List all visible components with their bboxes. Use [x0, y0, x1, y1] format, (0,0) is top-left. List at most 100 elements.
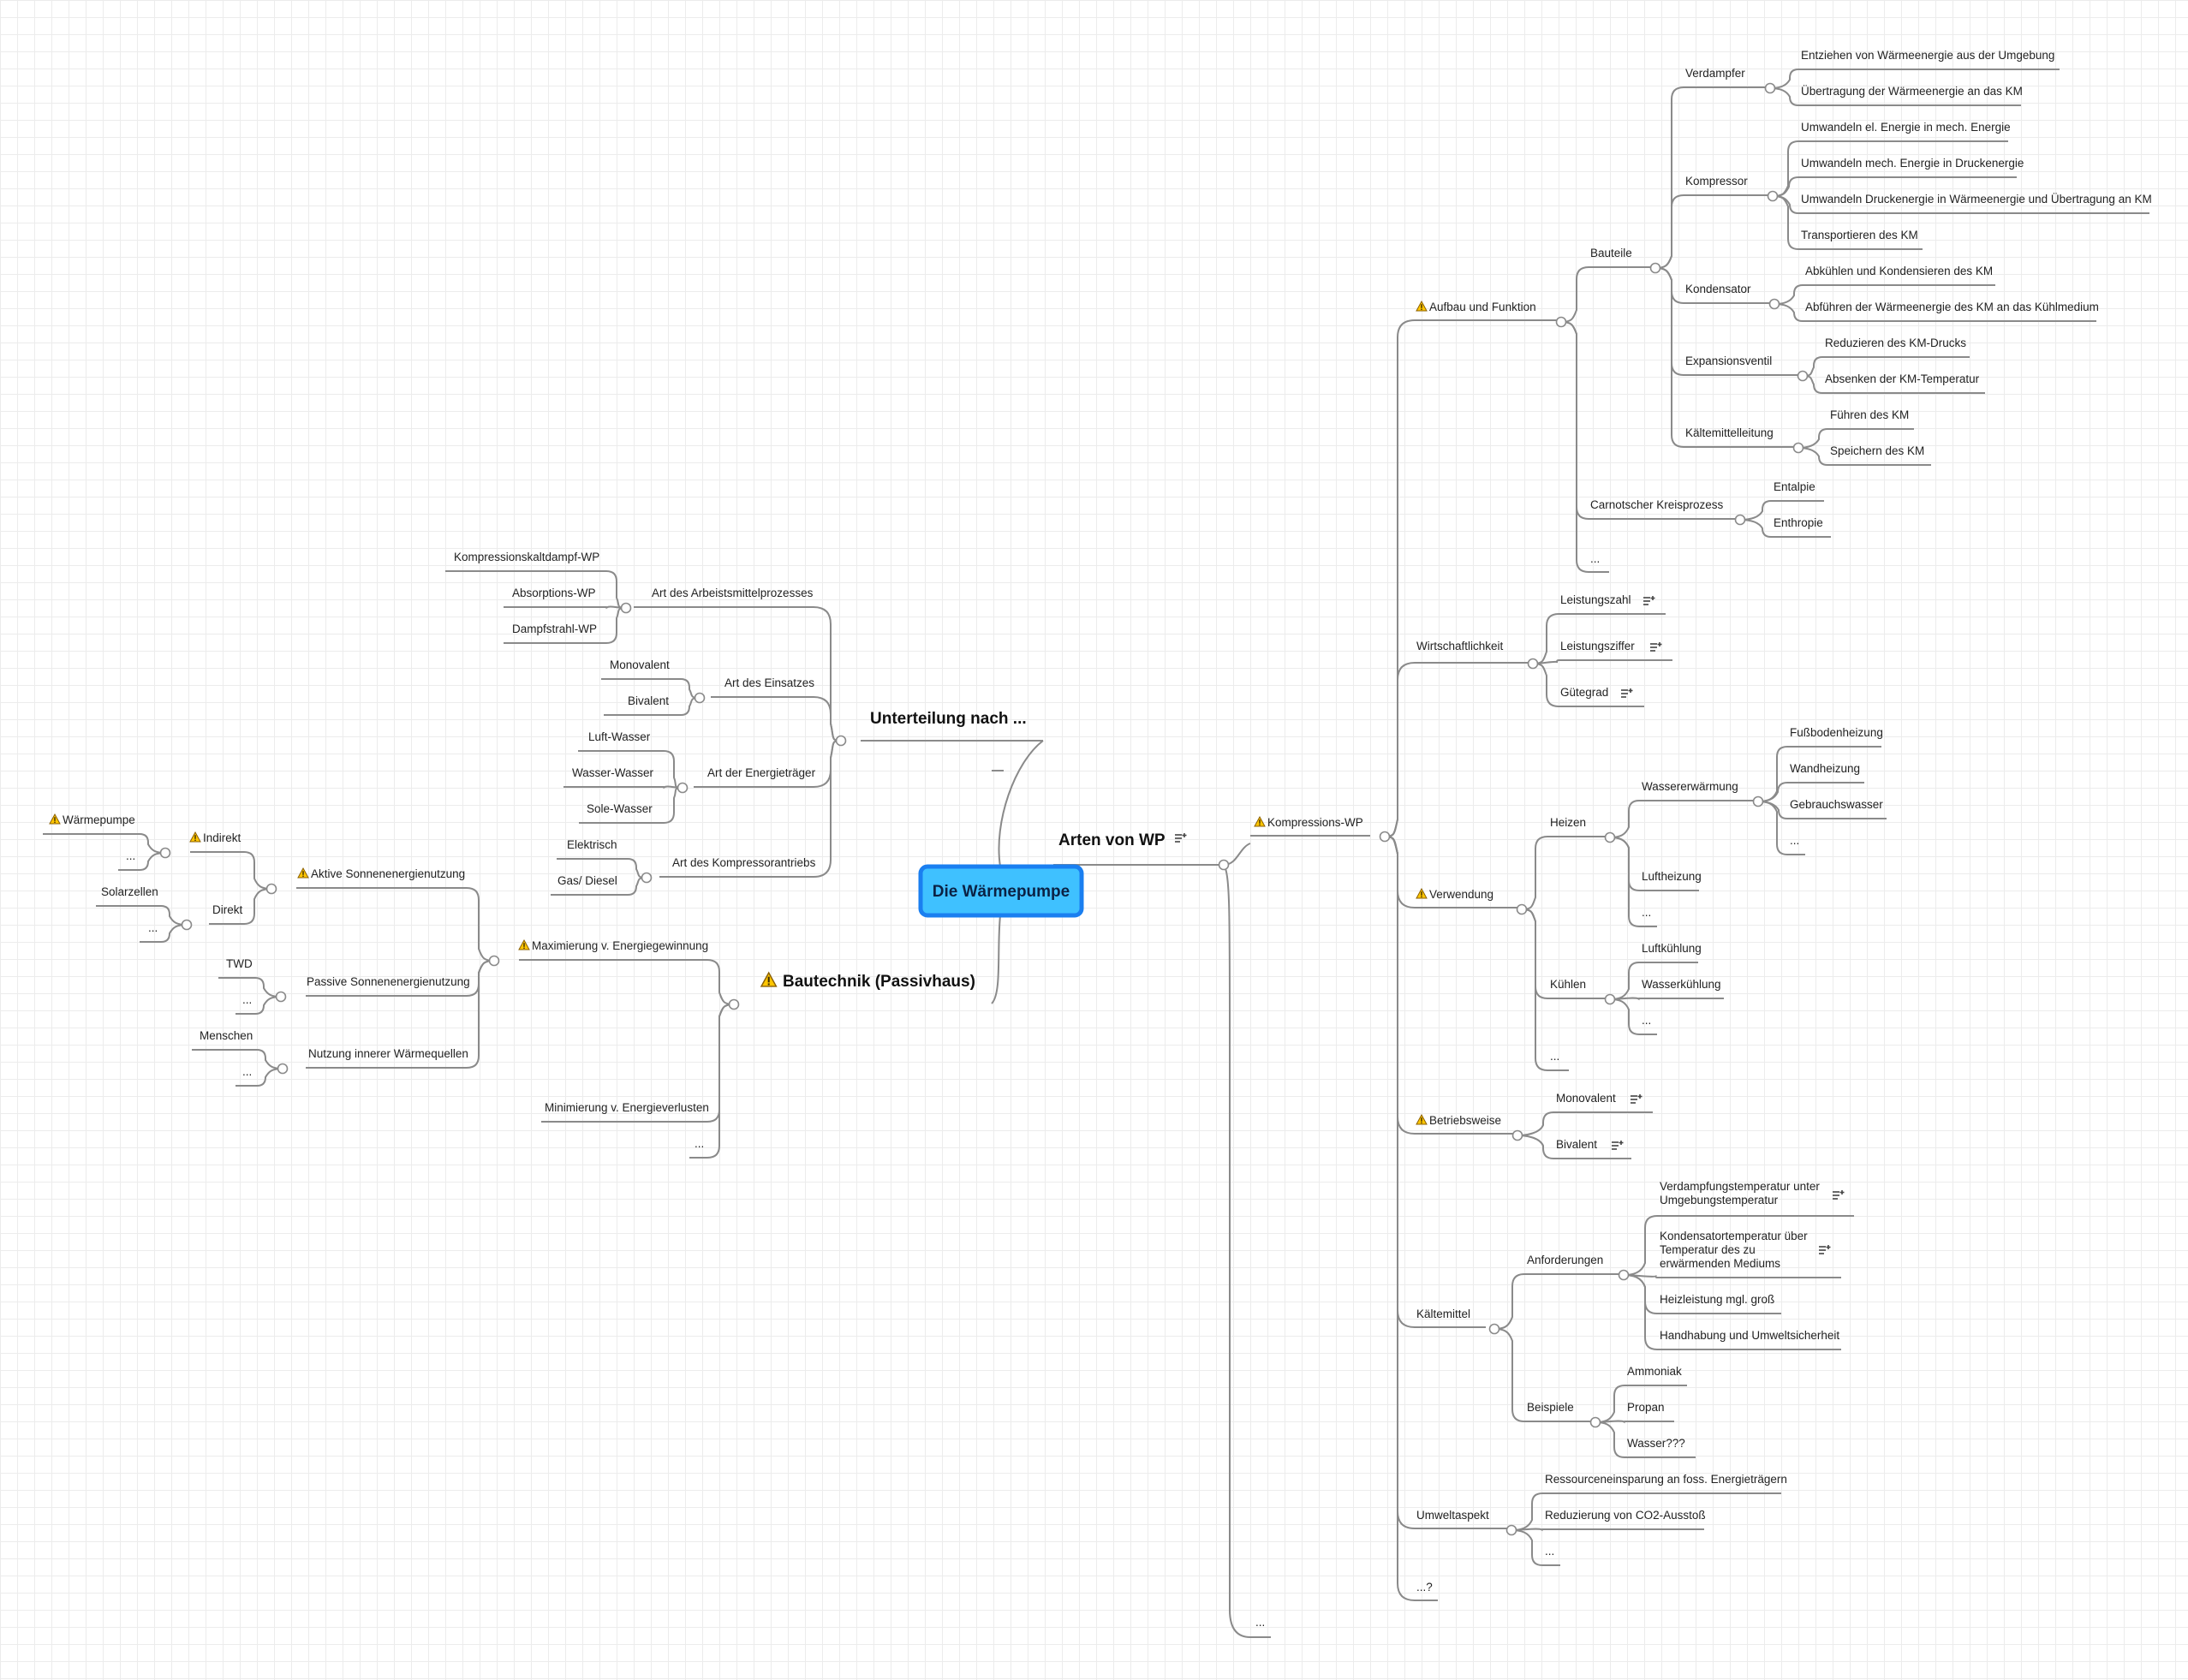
node-heizen[interactable]: Heizen: [1550, 816, 1586, 829]
collapse-knob[interactable]: [277, 1063, 289, 1075]
node-leaf[interactable]: Ressourceneinsparung an foss. Energieträ…: [1545, 1473, 1787, 1486]
node-innere-waermequellen[interactable]: Nutzung innerer Wärmequellen: [308, 1047, 468, 1060]
node-twd[interactable]: TWD: [226, 957, 253, 970]
note-icon[interactable]: [1649, 641, 1663, 652]
node-bautechnik[interactable]: Bautechnik (Passivhaus): [783, 973, 975, 991]
node-leaf[interactable]: Wandheizung: [1790, 762, 1860, 775]
node-leaf[interactable]: Fußbodenheizung: [1790, 726, 1883, 739]
collapse-knob[interactable]: [1734, 514, 1746, 526]
node-leaf[interactable]: Handhabung und Umweltsicherheit: [1660, 1329, 1839, 1342]
note-icon[interactable]: [1174, 832, 1188, 843]
node-leaf[interactable]: Ammoniak: [1627, 1365, 1682, 1378]
collapse-knob[interactable]: [1589, 1416, 1601, 1428]
node-passive-sonnenenergie[interactable]: Passive Sonnenenergienutzung: [307, 975, 470, 988]
node-leaf[interactable]: Führen des KM: [1830, 408, 1909, 421]
collapse-knob[interactable]: [1511, 1129, 1523, 1141]
node-aufbau-funktion[interactable]: Aufbau und Funktion: [1429, 301, 1536, 313]
node-leaf[interactable]: Propan: [1627, 1401, 1665, 1414]
collapse-knob[interactable]: [728, 998, 740, 1010]
node-more[interactable]: ...: [695, 1137, 704, 1150]
node-verwendung[interactable]: Verwendung: [1429, 888, 1493, 901]
node-leaf[interactable]: Umwandeln el. Energie in mech. Energie: [1801, 121, 2011, 134]
node-betrieb-bivalent[interactable]: Bivalent: [1556, 1138, 1597, 1151]
collapse-knob[interactable]: [1379, 831, 1391, 843]
node-menschen[interactable]: Menschen: [200, 1029, 253, 1042]
collapse-knob[interactable]: [641, 872, 653, 884]
node-energietraeger[interactable]: Art der Energieträger: [707, 766, 816, 779]
node-kaeltemittel[interactable]: Kältemittel: [1416, 1308, 1470, 1320]
node-leaf[interactable]: Reduzierung von CO2-Ausstoß: [1545, 1509, 1706, 1522]
node-leaf[interactable]: Abkühlen und Kondensieren des KM: [1805, 265, 1993, 277]
node-elektrisch[interactable]: Elektrisch: [567, 838, 617, 851]
branch-arten-von-wp[interactable]: Arten von WP ... Kompressions-WP Aufbau …: [1058, 49, 2152, 1629]
node-leaf[interactable]: Wasserkühlung: [1642, 978, 1721, 991]
collapse-knob[interactable]: [1604, 993, 1616, 1005]
node-kondensator[interactable]: Kondensator: [1685, 283, 1751, 295]
node-more[interactable]: ...: [1255, 1616, 1265, 1629]
node-arbeitsmittelprozess[interactable]: Art des Arbeistsmittelprozesses: [652, 587, 814, 599]
node-more[interactable]: ...: [1790, 834, 1799, 847]
collapse-knob[interactable]: [181, 919, 193, 931]
node-more[interactable]: ...: [1590, 552, 1600, 565]
node-leaf[interactable]: Speichern des KM: [1830, 444, 1924, 457]
collapse-knob[interactable]: [1527, 658, 1539, 670]
collapse-knob[interactable]: [835, 735, 847, 747]
collapse-knob[interactable]: [1752, 795, 1764, 807]
note-icon[interactable]: [1832, 1189, 1845, 1200]
node-leaf[interactable]: Wasser???: [1627, 1437, 1685, 1450]
node-gas-diesel[interactable]: Gas/ Diesel: [557, 874, 617, 887]
node-betriebsweise[interactable]: Betriebsweise: [1429, 1114, 1501, 1127]
note-icon[interactable]: [1818, 1244, 1832, 1254]
node-leaf[interactable]: Umwandeln mech. Energie in Druckenergie: [1801, 157, 2024, 170]
branch-bautechnik[interactable]: Bautechnik (Passivhaus) Maximierung v. E…: [49, 813, 975, 1150]
collapse-knob[interactable]: [1649, 262, 1661, 274]
node-leaf[interactable]: Enthropie: [1774, 516, 1823, 529]
node-carnot[interactable]: Carnotscher Kreisprozess: [1590, 498, 1724, 511]
note-icon[interactable]: [1611, 1140, 1625, 1150]
collapse-knob[interactable]: [159, 847, 171, 859]
node-leaf[interactable]: Reduzieren des KM-Drucks: [1825, 337, 1966, 349]
branch-unterteilung[interactable]: Unterteilung nach ... Art des Arbeistsmi…: [454, 551, 1027, 887]
node-leaf[interactable]: Heizleistung mgl. groß: [1660, 1293, 1774, 1306]
node-leaf[interactable]: Entalpie: [1774, 480, 1815, 493]
node-luft-wasser[interactable]: Luft-Wasser: [588, 730, 651, 743]
node-kompressionskaltdampf[interactable]: Kompressionskaltdampf-WP: [454, 551, 599, 563]
node-beispiele[interactable]: Beispiele: [1527, 1401, 1574, 1414]
node-more[interactable]: ...?: [1416, 1581, 1433, 1594]
collapse-knob[interactable]: [1764, 82, 1776, 94]
node-wassererwaermung[interactable]: Wassererwärmung: [1642, 780, 1738, 793]
collapse-knob[interactable]: [677, 782, 689, 794]
node-waermepumpe[interactable]: Wärmepumpe: [63, 813, 135, 826]
root-node[interactable]: Die Wärmepumpe: [918, 864, 1084, 918]
node-sole-wasser[interactable]: Sole-Wasser: [587, 802, 653, 815]
node-unterteilung[interactable]: Unterteilung nach ...: [870, 710, 1027, 728]
node-leistungszahl[interactable]: Leistungszahl: [1560, 593, 1631, 606]
collapse-knob[interactable]: [1604, 831, 1616, 843]
collapse-knob[interactable]: [1516, 903, 1528, 915]
note-icon[interactable]: [1630, 1093, 1643, 1104]
node-kompressor[interactable]: Kompressor: [1685, 175, 1748, 188]
node-dampfstrahl[interactable]: Dampfstrahl-WP: [512, 623, 597, 635]
collapse-knob[interactable]: [1797, 370, 1809, 382]
node-leaf[interactable]: Abführen der Wärmeenergie des KM an das …: [1805, 301, 2099, 313]
collapse-knob[interactable]: [694, 692, 706, 704]
node-verdampfer[interactable]: Verdampfer: [1685, 67, 1745, 80]
node-aktive-sonnenenergie[interactable]: Aktive Sonnenenergienutzung: [311, 867, 465, 880]
collapse-knob[interactable]: [1768, 298, 1780, 310]
node-wirtschaftlichkeit[interactable]: Wirtschaftlichkeit: [1416, 640, 1504, 652]
note-icon[interactable]: [1642, 595, 1656, 605]
note-icon[interactable]: [1620, 688, 1634, 698]
collapse-knob[interactable]: [1505, 1524, 1517, 1536]
node-anforderungen[interactable]: Anforderungen: [1527, 1254, 1603, 1266]
node-more[interactable]: ...: [1545, 1545, 1554, 1558]
node-direkt[interactable]: Direkt: [212, 903, 243, 916]
node-luftheizung[interactable]: Luftheizung: [1642, 870, 1702, 883]
node-absorptions[interactable]: Absorptions-WP: [512, 587, 596, 599]
collapse-knob[interactable]: [1767, 190, 1779, 202]
node-more[interactable]: ...: [1550, 1050, 1559, 1063]
node-einsatz[interactable]: Art des Einsatzes: [724, 676, 814, 689]
node-maximierung[interactable]: Maximierung v. Energiegewinnung: [532, 939, 708, 952]
node-leaf[interactable]: Umwandeln Druckenergie in Wärmeenergie u…: [1801, 193, 2152, 206]
node-bauteile[interactable]: Bauteile: [1590, 247, 1632, 259]
node-leaf[interactable]: Luftkühlung: [1642, 942, 1702, 955]
